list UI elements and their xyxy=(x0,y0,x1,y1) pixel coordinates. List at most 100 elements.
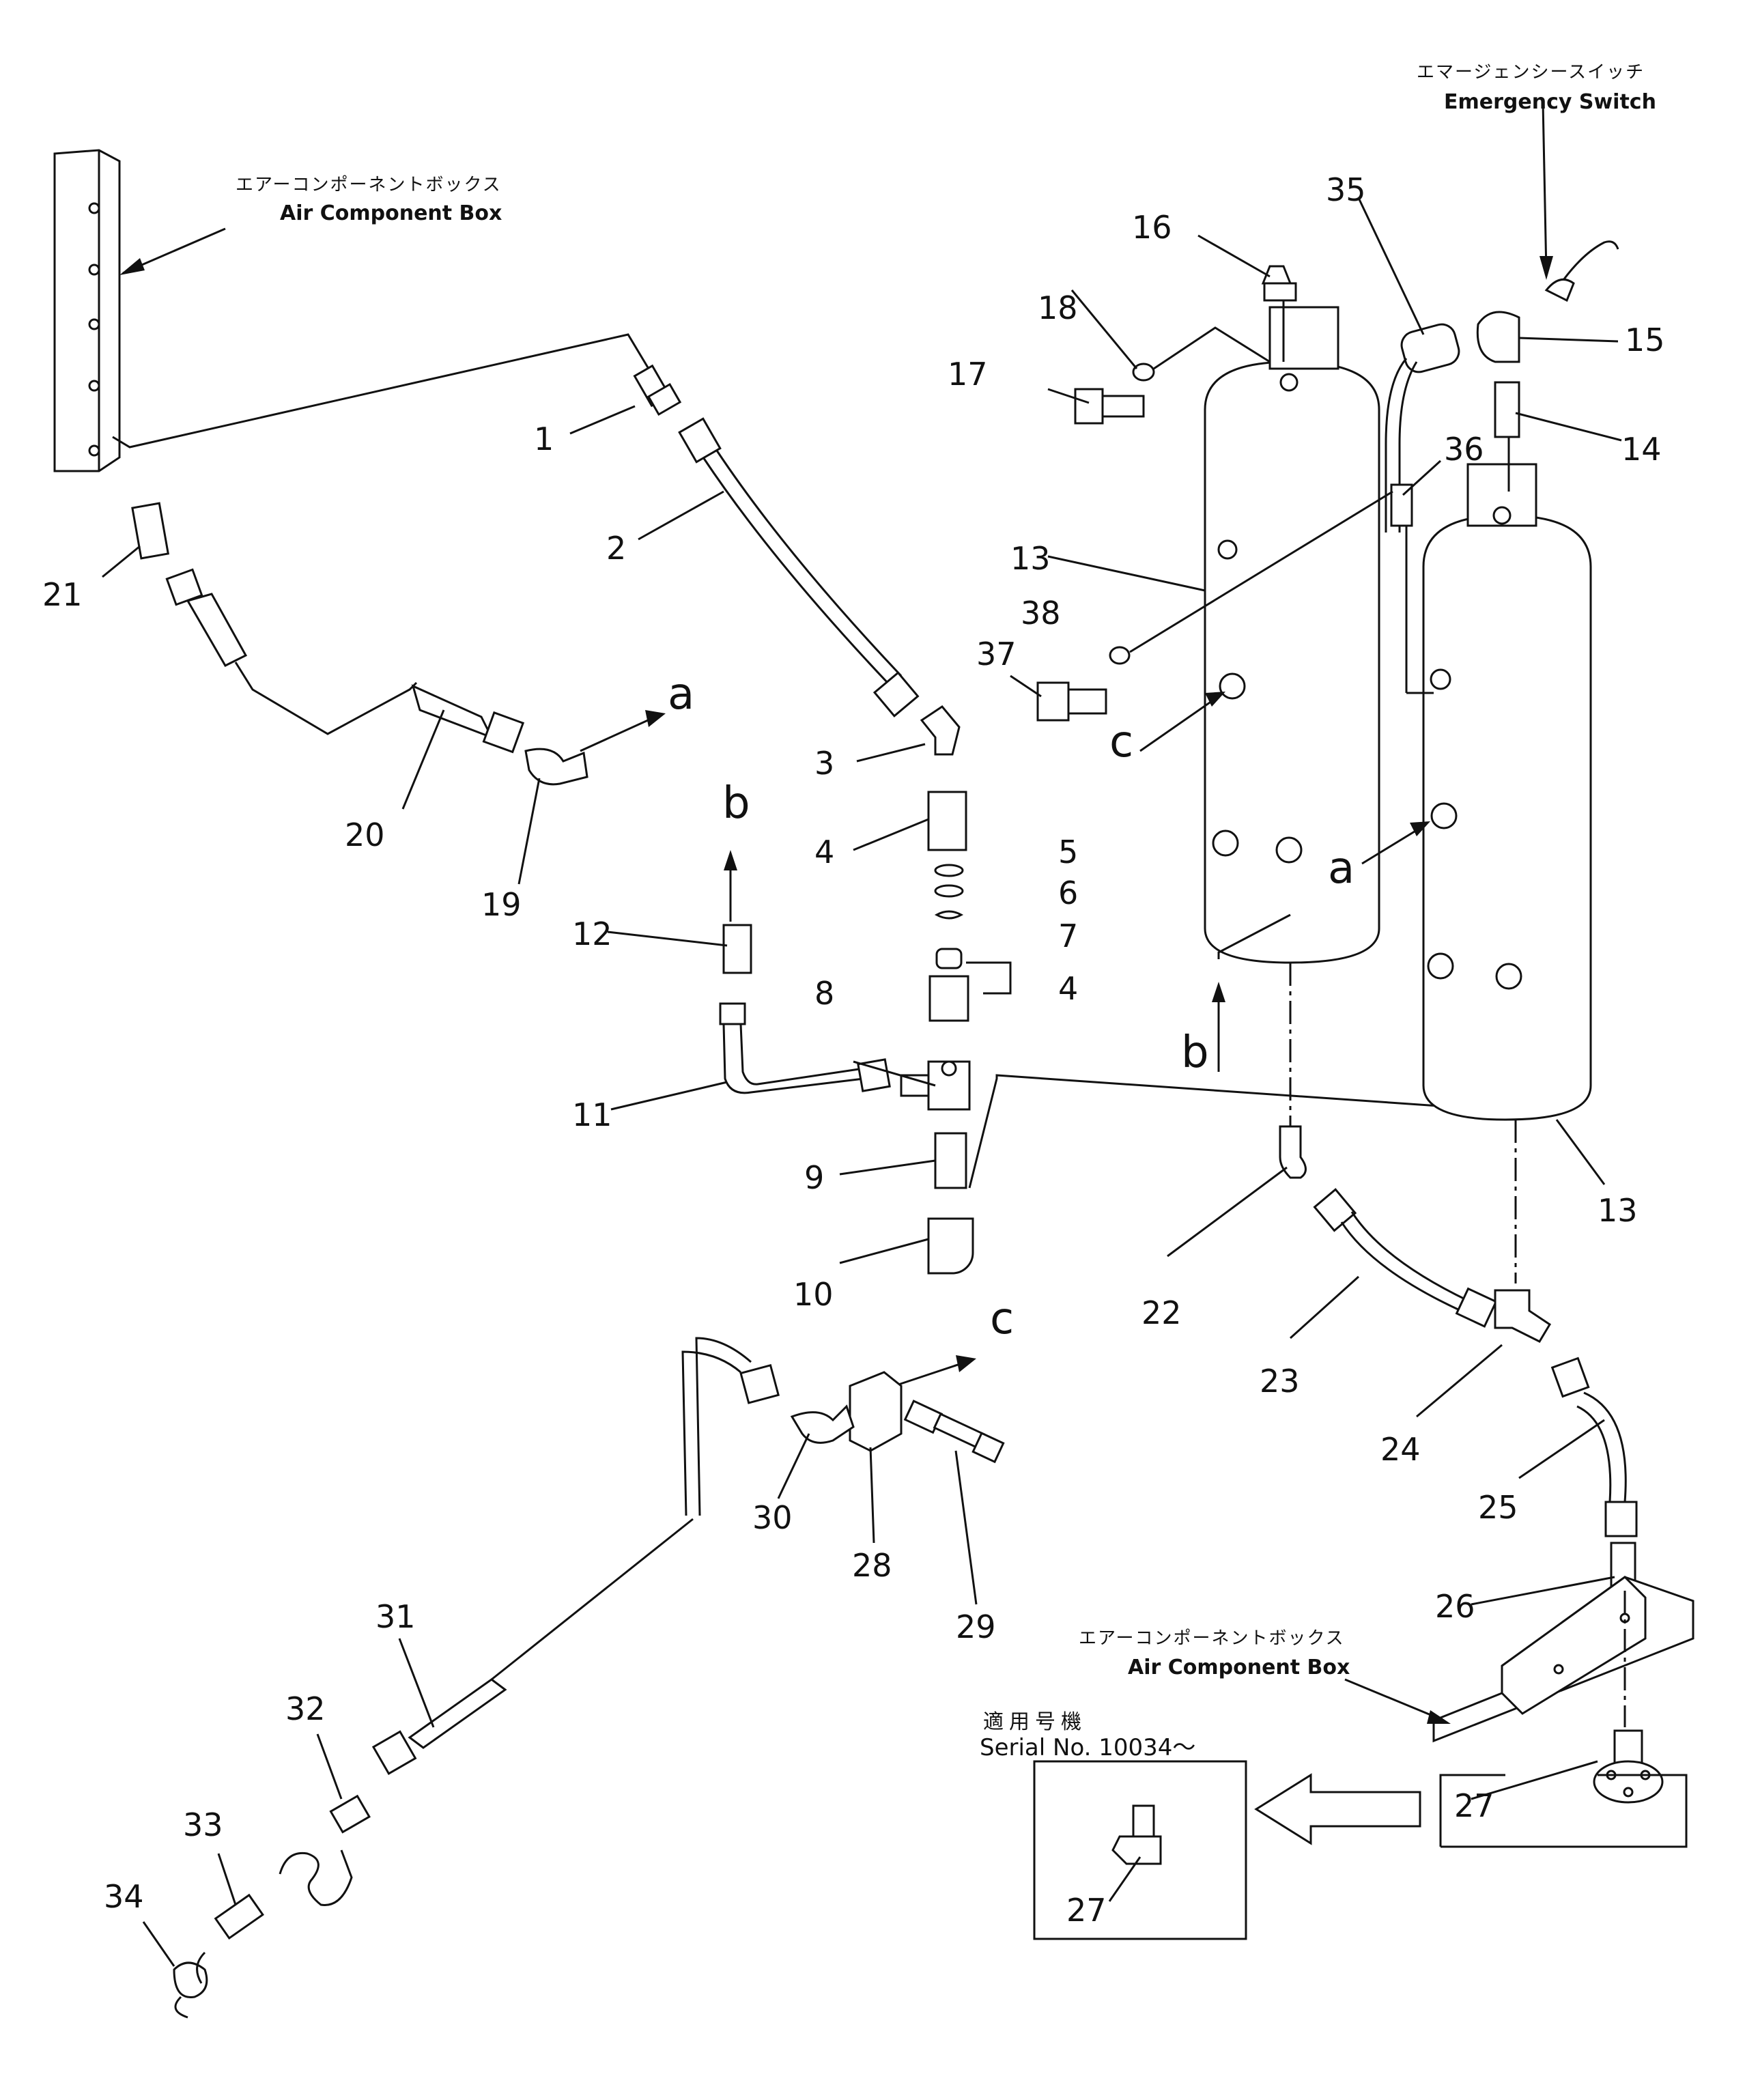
part-label-7: 7 xyxy=(1058,918,1079,954)
box-27-label xyxy=(1439,1774,1505,1847)
valve-27 xyxy=(1593,1729,1664,1804)
fitting-1 xyxy=(633,364,682,416)
part-label-10: 10 xyxy=(793,1276,834,1313)
part-label-18: 18 xyxy=(1038,289,1078,326)
part-label-17: 17 xyxy=(948,356,988,393)
part-label-23: 23 xyxy=(1260,1363,1300,1400)
part-label-22: 22 xyxy=(1141,1294,1182,1331)
part-label-3: 3 xyxy=(814,745,835,782)
tee-15 xyxy=(1476,311,1520,363)
washer-6 xyxy=(934,884,964,898)
air-tank-13-left xyxy=(1204,306,1380,964)
cap-34-tether xyxy=(174,1951,206,2019)
serial-caption-jp: 適用号機 xyxy=(983,1710,1087,1734)
part-label-4b: 4 xyxy=(1058,970,1079,1007)
part-label-34: 34 xyxy=(104,1878,144,1915)
air-box-top-caption-en: Air Component Box xyxy=(280,201,502,225)
cap-34 xyxy=(173,1961,208,1998)
part-label-14: 14 xyxy=(1621,431,1662,468)
air-box-bottom-caption-en: Air Component Box xyxy=(1128,1656,1350,1679)
sensor-35 xyxy=(1385,323,1460,533)
part-label-25: 25 xyxy=(1478,1489,1518,1526)
fitting-12 xyxy=(722,924,752,974)
hose-31 xyxy=(371,1337,780,1775)
part-label-28: 28 xyxy=(852,1547,892,1584)
emergency-switch xyxy=(1544,240,1619,302)
air-component-box-top xyxy=(53,149,121,472)
part-label-19: 19 xyxy=(481,886,522,923)
leader-lines xyxy=(102,197,1622,1967)
elbow-3 xyxy=(920,705,961,756)
connection-a-in: a xyxy=(1328,843,1355,894)
valve-29 xyxy=(903,1400,1005,1464)
leader-emergency xyxy=(1542,102,1548,274)
connection-b-in: b xyxy=(1181,1027,1209,1078)
emergency-switch-caption-jp: エマージェンシースイッチ xyxy=(1417,62,1645,83)
part-label-26: 26 xyxy=(1435,1588,1475,1625)
fitting-33 xyxy=(214,1893,264,1940)
elbow-30 xyxy=(790,1404,855,1444)
part-label-36: 36 xyxy=(1444,431,1484,468)
fitting-21 xyxy=(131,502,170,560)
clip-36 xyxy=(1390,483,1413,527)
valve-4-lower xyxy=(935,948,963,969)
leader-18-tank xyxy=(1153,326,1271,370)
part-label-29: 29 xyxy=(956,1608,996,1645)
part-label-30: 30 xyxy=(752,1499,793,1536)
washer-38 xyxy=(1109,646,1131,665)
connection-b-out: b xyxy=(722,778,750,829)
part-label-24: 24 xyxy=(1380,1431,1421,1468)
arrow-to-serial-box xyxy=(1254,1773,1421,1845)
part-label-2: 2 xyxy=(606,530,627,567)
serial-caption-en: Serial No. 10034～ xyxy=(980,1734,1196,1761)
part-label-11: 11 xyxy=(572,1096,612,1133)
part-label-21: 21 xyxy=(42,576,83,613)
elbow-22 xyxy=(1279,1125,1307,1179)
leader-38 xyxy=(1129,490,1393,653)
nipple-9 xyxy=(934,1132,967,1189)
elbow-19 xyxy=(524,748,588,786)
air-box-top-caption-jp: エアーコンポーネントボックス xyxy=(236,175,502,195)
fitting-14 xyxy=(1494,381,1520,438)
tee-28 xyxy=(849,1371,903,1452)
connection-a-out: a xyxy=(668,669,695,720)
part-label-20: 20 xyxy=(345,817,385,853)
part-label-13b: 13 xyxy=(1598,1192,1638,1229)
part-label-16: 16 xyxy=(1132,209,1172,246)
adapter-4 xyxy=(927,791,967,851)
air-box-bottom-caption-jp: エアーコンポーネントボックス xyxy=(1079,1628,1345,1649)
part-label-35: 35 xyxy=(1326,171,1366,208)
bolt-37 xyxy=(1036,681,1107,722)
emergency-switch-caption-en: Emergency Switch xyxy=(1444,90,1656,114)
part-label-1: 1 xyxy=(534,421,554,457)
clip-bracket xyxy=(279,1849,353,1906)
part-label-8: 8 xyxy=(814,975,835,1012)
hose-20 xyxy=(165,568,525,754)
part-label-31: 31 xyxy=(375,1598,416,1635)
valve-body-4 xyxy=(928,975,969,1022)
plug-16 xyxy=(1261,265,1297,302)
connection-c-out: c xyxy=(990,1294,1015,1344)
part-label-32: 32 xyxy=(285,1690,326,1727)
bracket-4 xyxy=(966,961,1012,995)
air-tank-13-right xyxy=(1422,463,1592,1121)
hose-25 xyxy=(1550,1357,1638,1537)
part-label-38: 38 xyxy=(1021,595,1061,632)
part-label-5: 5 xyxy=(1058,834,1079,870)
connection-c-in: c xyxy=(1109,717,1134,767)
washer-18 xyxy=(1132,363,1155,382)
hose-2 xyxy=(678,417,920,718)
tube-10-to-tank xyxy=(968,1051,1503,1189)
hose-11 xyxy=(719,1002,891,1094)
valve-27-serial xyxy=(1111,1804,1162,1865)
hose-23 xyxy=(1313,1188,1498,1328)
part-label-33: 33 xyxy=(183,1806,223,1843)
part-label-15: 15 xyxy=(1625,322,1665,358)
leader-air-box-bottom xyxy=(1344,1678,1445,1722)
washer-5 xyxy=(934,864,964,877)
elbow-10 xyxy=(927,1217,974,1275)
part-label-27b: 27 xyxy=(1066,1892,1107,1929)
fitting-32 xyxy=(329,1794,371,1834)
bolt-17 xyxy=(1074,388,1145,425)
